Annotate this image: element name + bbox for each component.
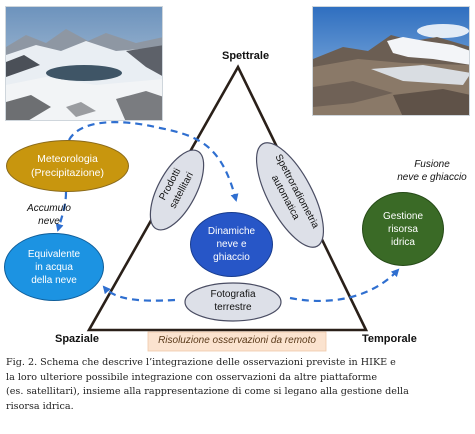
caption-line: risorsa idrica. — [6, 400, 74, 412]
prodotti-satellitari-shape — [149, 149, 205, 231]
corner-spettrale: Spettrale — [222, 50, 270, 62]
bottom-label: Risoluzione osservazioni da remoto — [158, 335, 316, 346]
arrow-meteo-to-equivalent — [55, 191, 68, 232]
fotografia-terrestre-shape — [184, 282, 282, 322]
corner-temporale: Temporale — [362, 333, 417, 345]
arrow-to-gestione — [289, 268, 400, 303]
arrow-meteo-to-dynamics — [68, 121, 239, 202]
bottom-label-box — [147, 331, 327, 352]
corner-spaziale: Spaziale — [55, 333, 100, 345]
arrow-to-equivalent — [102, 285, 176, 302]
caption-line: Fig. 2. Schema che descrive l’integrazio… — [6, 357, 396, 368]
mountain-lake-photo — [5, 6, 163, 121]
caption-line: la loro ulteriore possibile integrazione… — [6, 371, 377, 383]
figure-caption: Fig. 2. Schema che descrive l’integrazio… — [6, 356, 468, 414]
caption-line: (es. satellitari), insieme alla rapprese… — [6, 386, 409, 397]
meteorologia-node: Meteorologia(Precipitazione) — [6, 140, 129, 192]
glacier-photo — [312, 6, 470, 116]
spettroradiometria-shape — [255, 142, 325, 248]
